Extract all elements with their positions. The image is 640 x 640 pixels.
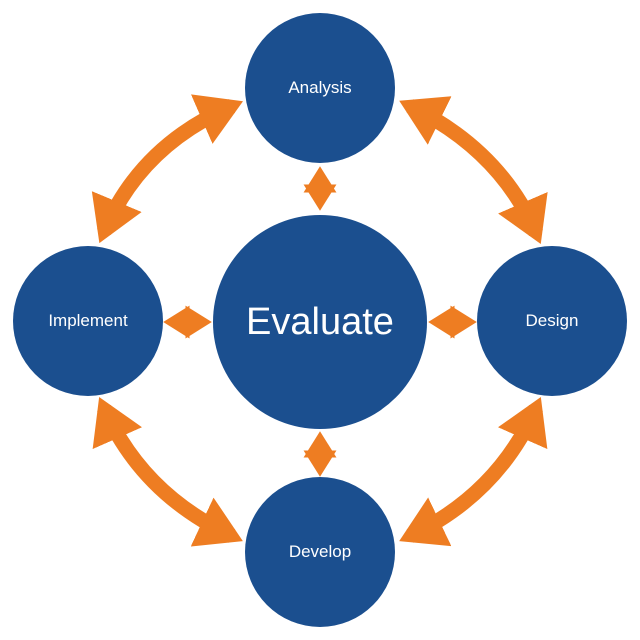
arrow-develop-implement <box>92 397 243 547</box>
arrow-design-develop <box>399 397 548 547</box>
node-design: Design <box>477 246 627 396</box>
node-evaluate: Evaluate <box>213 215 427 429</box>
node-develop-label: Develop <box>288 542 352 561</box>
arrow-analysis-design <box>399 96 548 245</box>
node-design-label: Design <box>525 311 579 330</box>
node-implement-label: Implement <box>48 311 128 330</box>
node-evaluate-label: Evaluate <box>246 300 394 343</box>
node-implement: Implement <box>13 246 163 396</box>
node-analysis: Analysis <box>245 13 395 163</box>
node-develop: Develop <box>245 477 395 627</box>
node-analysis-label: Analysis <box>288 78 352 97</box>
arrow-implement-analysis <box>91 94 244 244</box>
